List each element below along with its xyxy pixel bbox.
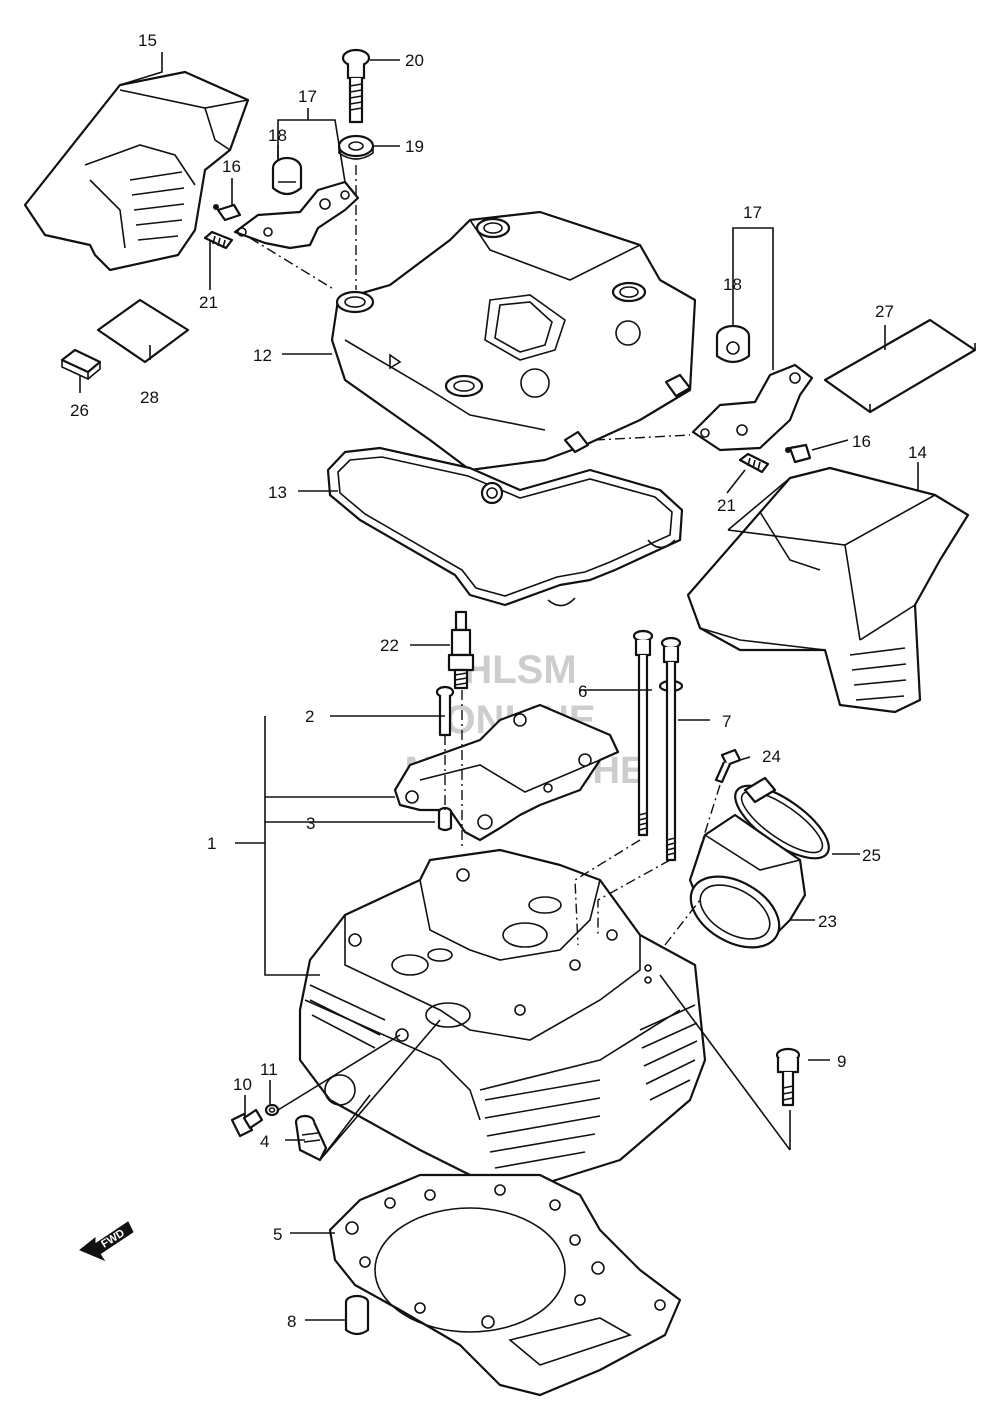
part-26-pad bbox=[60, 348, 102, 381]
callout-6: 6 bbox=[578, 682, 587, 701]
part-18-grommet-left bbox=[271, 156, 303, 196]
part-16-bolt-left bbox=[213, 203, 242, 222]
part-18-grommet-right bbox=[715, 324, 751, 364]
part-10-bolt bbox=[230, 1108, 264, 1138]
callout-16-left: 16 bbox=[222, 157, 241, 176]
callout-21-right: 21 bbox=[717, 496, 736, 515]
callout-26: 26 bbox=[70, 401, 89, 420]
part-16-bolt-right bbox=[785, 443, 812, 464]
callout-24: 24 bbox=[762, 747, 781, 766]
callout-12: 12 bbox=[253, 346, 272, 365]
part-11-washer bbox=[264, 1103, 280, 1117]
part-8-dowel bbox=[344, 1294, 370, 1336]
callout-16-right: 16 bbox=[852, 432, 871, 451]
callout-1: 1 bbox=[207, 834, 216, 853]
part-1-cylinder-head bbox=[298, 848, 707, 1187]
callout-21-left: 21 bbox=[199, 293, 218, 312]
part-7-long-bolt bbox=[658, 636, 684, 862]
part-20-bolt bbox=[341, 48, 371, 124]
part-12-head-cover bbox=[330, 210, 697, 472]
callout-15: 15 bbox=[138, 31, 157, 50]
part-22-spark-plug bbox=[447, 610, 475, 690]
callout-20: 20 bbox=[405, 51, 424, 70]
callout-27: 27 bbox=[875, 302, 894, 321]
part-15-left-cover bbox=[23, 70, 250, 272]
callout-5: 5 bbox=[273, 1225, 282, 1244]
watermark-line-1: HLSM bbox=[463, 648, 576, 692]
callout-17-left: 17 bbox=[298, 87, 317, 106]
callout-18-right: 18 bbox=[723, 275, 742, 294]
fwd-arrow: FWD bbox=[79, 1221, 134, 1262]
part-21-bolt-left bbox=[203, 230, 234, 250]
callout-2: 2 bbox=[305, 707, 314, 726]
part-28-pad bbox=[96, 298, 190, 364]
part-6-long-bolt bbox=[632, 629, 654, 837]
callout-18-left: 18 bbox=[268, 126, 287, 145]
callout-28: 28 bbox=[140, 388, 159, 407]
callout-3: 3 bbox=[306, 814, 315, 833]
part-17-bracket-left bbox=[233, 180, 360, 250]
callout-4: 4 bbox=[260, 1132, 269, 1151]
part-5-head-gasket bbox=[328, 1173, 682, 1397]
part-19-washer bbox=[337, 134, 375, 160]
fwd-arrow-icon bbox=[79, 1221, 134, 1262]
part-13-gasket bbox=[326, 446, 684, 607]
part-4-plug bbox=[294, 1114, 328, 1162]
callout-8: 8 bbox=[287, 1312, 296, 1331]
part-3-dowel bbox=[437, 806, 453, 832]
callout-7: 7 bbox=[722, 712, 731, 731]
callout-11: 11 bbox=[260, 1060, 278, 1079]
part-17-bracket-right bbox=[691, 363, 814, 452]
part-2-bolt bbox=[435, 685, 455, 737]
part-14-right-cover bbox=[686, 466, 970, 714]
callout-labels: 1 2 3 4 5 6 7 8 9 10 11 12 13 14 15 16 1… bbox=[70, 31, 927, 1331]
callout-9: 9 bbox=[837, 1052, 846, 1071]
alignment-lines bbox=[249, 165, 721, 946]
callout-22: 22 bbox=[380, 636, 399, 655]
callout-23: 23 bbox=[818, 912, 837, 931]
camshaft-holder bbox=[393, 703, 620, 842]
part-27-pad bbox=[823, 318, 977, 414]
part-24-screw bbox=[714, 748, 742, 784]
callout-25: 25 bbox=[862, 846, 881, 865]
callout-13: 13 bbox=[268, 483, 287, 502]
part-21-bolt-right bbox=[738, 452, 770, 474]
callout-19: 19 bbox=[405, 137, 424, 156]
callout-10: 10 bbox=[233, 1075, 252, 1094]
leader-lines bbox=[79, 52, 919, 1321]
part-9-bolt bbox=[775, 1047, 801, 1107]
callout-14: 14 bbox=[908, 443, 927, 462]
callout-17-right: 17 bbox=[743, 203, 762, 222]
part-23-intake-pipe bbox=[688, 813, 807, 949]
